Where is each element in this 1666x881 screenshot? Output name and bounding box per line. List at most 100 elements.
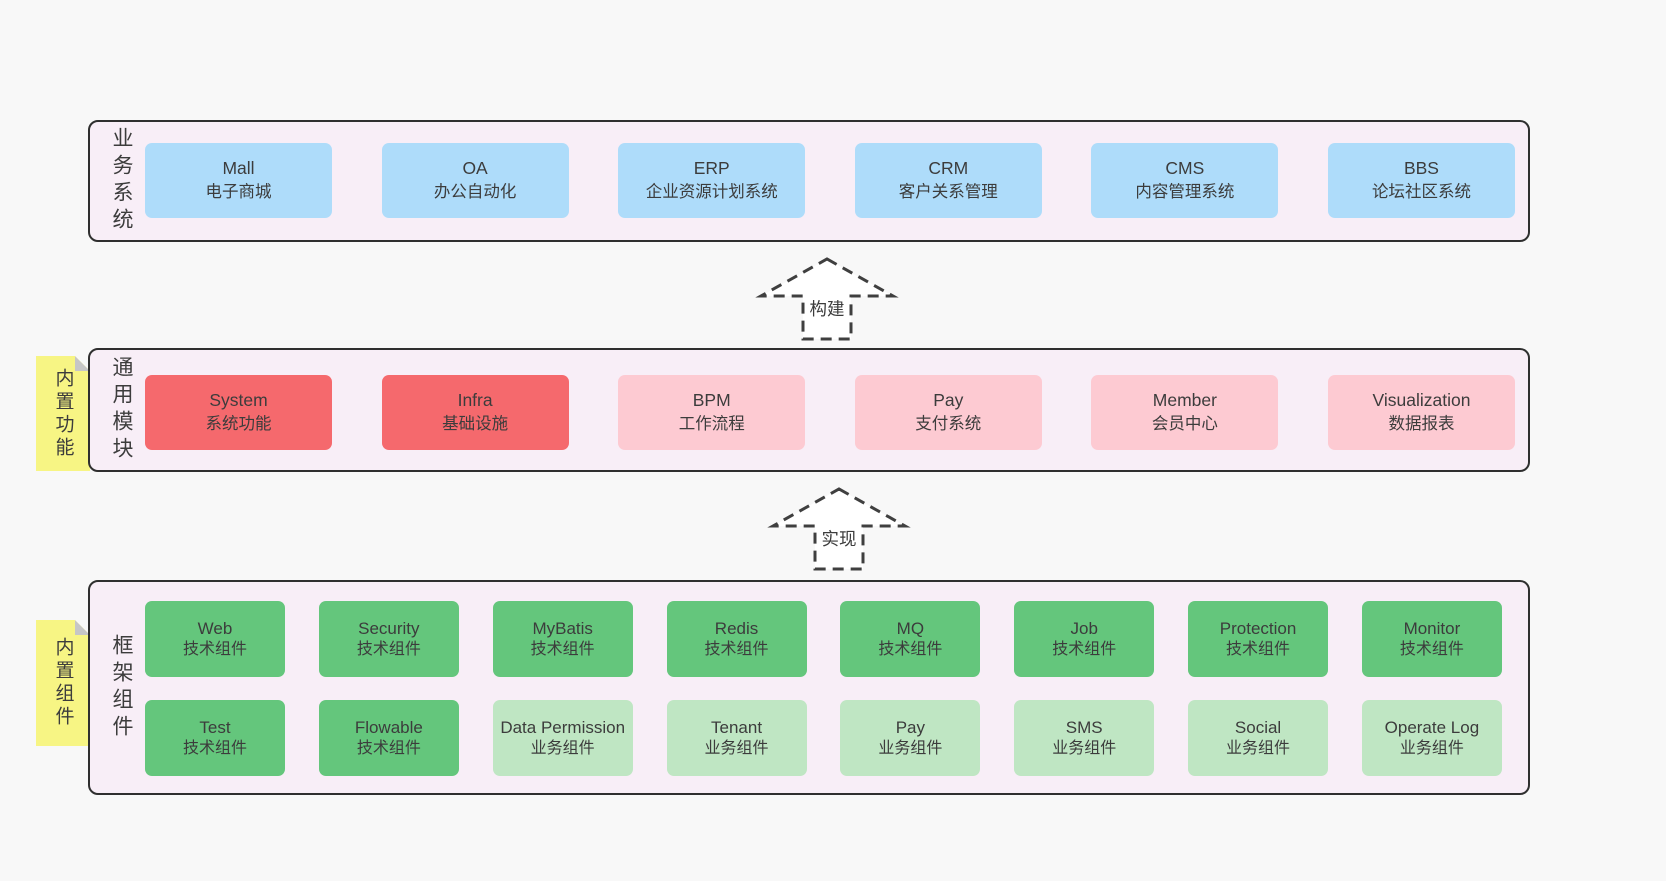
components-row-1: Web 技术组件 Security 技术组件 MyBatis 技术组件 Redi… <box>145 601 1502 677</box>
box-title: Visualization <box>1372 390 1471 411</box>
box-title: Test <box>199 717 231 737</box>
box-title: Protection <box>1219 618 1297 638</box>
box-subtitle: 业务组件 <box>704 739 769 757</box>
box-social: Social 业务组件 <box>1188 700 1329 776</box>
box-tenant: Tenant 业务组件 <box>666 700 807 776</box>
implement-arrow-label: 实现 <box>818 525 860 552</box>
box-infra: Infra 基础设施 <box>381 375 569 450</box>
box-title: MyBatis <box>532 618 593 638</box>
modules-layer-label: 通用模块 <box>110 356 133 464</box>
box-subtitle: 工作流程 <box>678 415 745 434</box>
box-subtitle: 内容管理系统 <box>1135 183 1235 202</box>
box-subtitle: 客户关系管理 <box>898 183 998 202</box>
box-title: Redis <box>714 618 759 638</box>
box-subtitle: 数据报表 <box>1388 415 1455 434</box>
box-subtitle: 系统功能 <box>205 415 272 434</box>
box-title: BBS <box>1403 158 1439 179</box>
box-mall: Mall 电子商城 <box>145 143 332 218</box>
box-subtitle: 电子商城 <box>205 183 272 202</box>
build-arrow: 构建 <box>755 257 899 341</box>
box-title: Social <box>1234 717 1282 737</box>
box-subtitle: 企业资源计划系统 <box>645 183 778 202</box>
box-member: Member 会员中心 <box>1091 375 1279 450</box>
box-title: CMS <box>1165 158 1205 179</box>
box-visualization: Visualization 数据报表 <box>1327 375 1515 450</box>
box-title: Mall <box>222 158 255 179</box>
box-subtitle: 论坛社区系统 <box>1371 183 1471 202</box>
box-bpm: BPM 工作流程 <box>618 375 806 450</box>
box-subtitle: 业务组件 <box>1399 739 1464 757</box>
box-title: BPM <box>692 390 731 411</box>
box-title: Pay <box>933 390 964 411</box>
box-title: Operate Log <box>1384 717 1480 737</box>
box-title: System <box>209 390 268 411</box>
box-web: Web 技术组件 <box>145 601 285 677</box>
box-subtitle: 技术组件 <box>356 640 421 658</box>
box-subtitle: 技术组件 <box>1399 640 1464 658</box>
box-oa: OA 办公自动化 <box>381 143 569 218</box>
box-title: ERP <box>693 158 730 179</box>
box-subtitle: 基础设施 <box>442 415 509 434</box>
box-test: Test 技术组件 <box>145 700 285 776</box>
business-layer-label: 业务系统 <box>110 127 133 235</box>
box-pay-component: Pay 业务组件 <box>840 700 981 776</box>
box-subtitle: 业务组件 <box>878 739 943 757</box>
box-subtitle: 技术组件 <box>1052 640 1117 658</box>
box-title: SMS <box>1065 717 1103 737</box>
box-title: Data Permission <box>500 717 626 737</box>
box-subtitle: 技术组件 <box>182 640 247 658</box>
box-title: Pay <box>895 717 926 737</box>
box-title: Web <box>197 618 233 638</box>
box-security: Security 技术组件 <box>318 601 459 677</box>
box-subtitle: 业务组件 <box>1052 739 1117 757</box>
box-title: MQ <box>896 618 925 638</box>
box-subtitle: 业务组件 <box>530 739 595 757</box>
box-title: Flowable <box>354 717 423 737</box>
implement-arrow: 实现 <box>767 487 911 571</box>
box-title: Job <box>1070 618 1098 638</box>
box-subtitle: 技术组件 <box>878 640 943 658</box>
box-sms: SMS 业务组件 <box>1014 700 1155 776</box>
box-subtitle: 会员中心 <box>1151 415 1218 434</box>
framework-components-layer: 框架组件 Web 技术组件 Security 技术组件 MyBatis 技术组件… <box>88 580 1530 795</box>
components-layer-label: 框架组件 <box>110 633 133 742</box>
box-title: Security <box>358 618 420 638</box>
box-subtitle: 技术组件 <box>182 739 247 757</box>
common-modules-layer: 通用模块 System 系统功能 Infra 基础设施 BPM 工作流程 Pay… <box>88 348 1530 472</box>
box-subtitle: 技术组件 <box>1226 640 1291 658</box>
box-title: Monitor <box>1403 618 1461 638</box>
sticky-note-builtin-features: 内置功能 <box>36 356 90 471</box>
box-title: Tenant <box>711 717 763 737</box>
build-arrow-label: 构建 <box>806 295 848 322</box>
box-subtitle: 支付系统 <box>915 415 982 434</box>
box-monitor: Monitor 技术组件 <box>1361 601 1502 677</box>
box-title: OA <box>462 158 488 179</box>
sticky-note-builtin-components: 内置组件 <box>36 620 90 746</box>
box-mq: MQ 技术组件 <box>840 601 981 677</box>
box-operate-log: Operate Log 业务组件 <box>1361 700 1502 776</box>
box-subtitle: 业务组件 <box>1226 739 1291 757</box>
box-data-permission: Data Permission 业务组件 <box>492 700 633 776</box>
box-mybatis: MyBatis 技术组件 <box>492 601 633 677</box>
box-redis: Redis 技术组件 <box>666 601 807 677</box>
box-bbs: BBS 论坛社区系统 <box>1327 143 1515 218</box>
box-title: Infra <box>457 390 493 411</box>
box-erp: ERP 企业资源计划系统 <box>618 143 806 218</box>
box-job: Job 技术组件 <box>1014 601 1155 677</box>
box-protection: Protection 技术组件 <box>1188 601 1329 677</box>
box-system: System 系统功能 <box>145 375 332 450</box>
box-subtitle: 办公自动化 <box>433 183 517 202</box>
business-boxes-row: Mall 电子商城 OA 办公自动化 ERP 企业资源计划系统 CRM 客户关系… <box>145 143 1515 218</box>
box-cms: CMS 内容管理系统 <box>1091 143 1279 218</box>
box-subtitle: 技术组件 <box>356 739 421 757</box>
business-systems-layer: 业务系统 Mall 电子商城 OA 办公自动化 ERP 企业资源计划系统 CRM… <box>88 120 1530 242</box>
components-row-2: Test 技术组件 Flowable 技术组件 Data Permission … <box>145 700 1502 776</box>
box-subtitle: 技术组件 <box>530 640 595 658</box>
box-subtitle: 技术组件 <box>704 640 769 658</box>
sticky-note-label: 内置组件 <box>52 637 74 729</box>
modules-boxes-row: System 系统功能 Infra 基础设施 BPM 工作流程 Pay 支付系统… <box>145 375 1515 450</box>
box-pay-module: Pay 支付系统 <box>854 375 1042 450</box>
sticky-note-label: 内置功能 <box>52 367 74 460</box>
box-crm: CRM 客户关系管理 <box>854 143 1042 218</box>
